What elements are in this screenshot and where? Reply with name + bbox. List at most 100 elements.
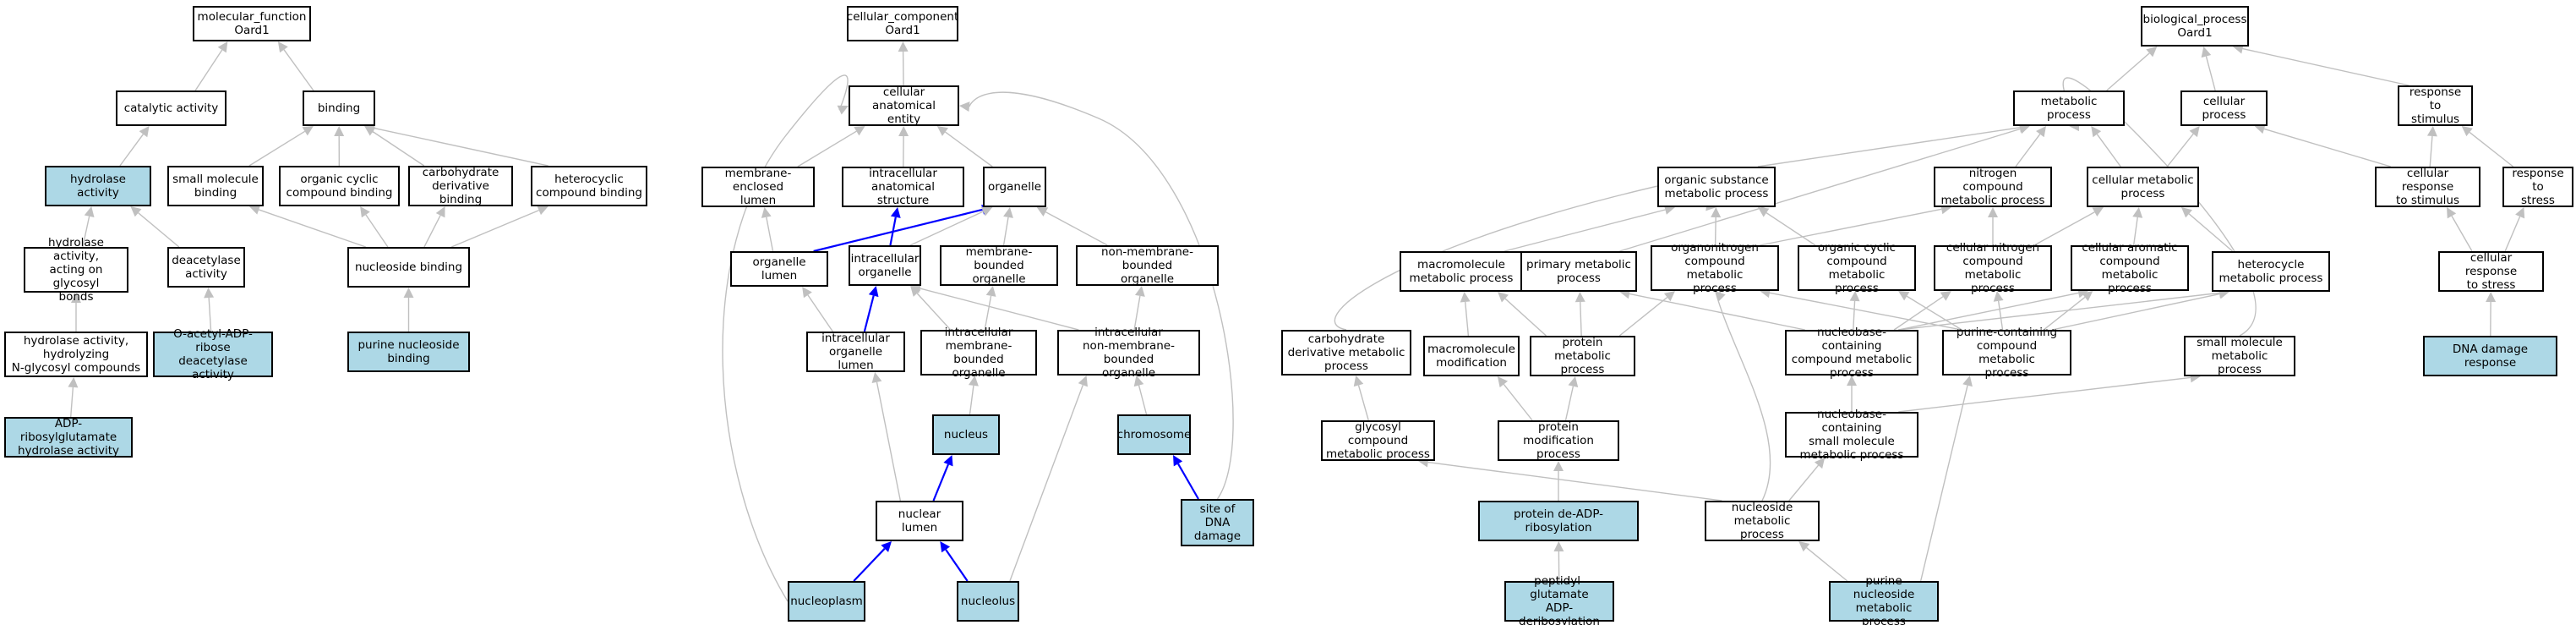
node-carb-deriv-binding[interactable]: carbohydrate derivative binding [408, 166, 513, 206]
node-purine-nucleoside-met[interactable]: purine nucleoside metabolic process [1829, 574, 1939, 625]
edge-cell_resp_stim-to-cellular_process [2263, 128, 2391, 167]
node-nuclear-lumen[interactable]: nuclear lumen [876, 501, 963, 541]
node-cell-resp-stress[interactable]: cellular response to stress [2438, 251, 2544, 292]
edge-arrowhead [1173, 455, 1183, 467]
node-heterocyclic-binding[interactable]: heterocyclic compound binding [531, 166, 647, 206]
edge-primary_met-to-metabolic [1619, 128, 2021, 252]
edge-nuclear_lumen-to-nucleus [932, 463, 949, 502]
node-protein-met[interactable]: protein metabolic process [1530, 336, 1635, 376]
edge-metabolic-to-bp_root [2106, 52, 2150, 91]
edge-arrowhead [943, 455, 953, 467]
node-org-cyc-binding[interactable]: organic cyclic compound binding [279, 166, 400, 206]
edge-arrowhead [1758, 207, 1770, 217]
edge-arrowhead [1553, 541, 1564, 552]
node-chromosome[interactable]: chromosome [1117, 414, 1191, 455]
edge-arrowhead [248, 205, 261, 215]
node-carb-deriv-met[interactable]: carbohydrate derivative metabolic proces… [1281, 330, 1411, 376]
edge-site_dna-to-chromosome [1177, 463, 1199, 500]
node-hydrolase-glycosyl[interactable]: hydrolase activity, acting on glycosyl b… [24, 236, 128, 304]
node-primary-met[interactable]: primary metabolic process [1520, 251, 1637, 292]
node-membrane-enclosed[interactable]: membrane-enclosed lumen [701, 167, 815, 207]
edge-protein_met-to-organonitrogen [1618, 296, 1668, 337]
node-catalytic[interactable]: catalytic activity [116, 90, 226, 126]
node-oacetyl[interactable]: O-acetyl-ADP-ribose deacetylase activity [153, 327, 273, 381]
node-hydrolase-nglycosyl[interactable]: hydrolase activity, hydrolyzing N-glycos… [4, 332, 148, 377]
node-resp-stress[interactable]: response to stress [2502, 167, 2573, 207]
edge-nucleobase_small-to-small_mol_met [1898, 376, 2191, 413]
node-cc-root[interactable]: cellular_component Oard1 [847, 6, 958, 41]
edge-arrowhead [1575, 292, 1585, 303]
node-cell-nitrogen[interactable]: cellular nitrogen compound metabolic pro… [1934, 241, 2052, 295]
edge-arrowhead [910, 283, 922, 293]
node-nucleobase-small[interactable]: nucleobase-containing small molecule met… [1785, 408, 1918, 462]
node-purine-nuc-binding[interactable]: purine nucleoside binding [347, 332, 470, 372]
node-intracellular-org[interactable]: intracellular organelle [849, 245, 921, 286]
edge-nuclear_lumen-to-intra_org_lumen [876, 381, 902, 502]
node-response-stim[interactable]: response to stimulus [2398, 85, 2473, 126]
edge-binding-to-mf_root [283, 49, 314, 91]
node-organonitrogen[interactable]: organonitrogen compound metabolic proces… [1651, 241, 1779, 295]
node-protein-deadp[interactable]: protein de-ADP-ribosylation [1478, 501, 1639, 541]
node-org-subst-met[interactable]: organic substance metabolic process [1657, 167, 1776, 207]
node-intra-non-mem[interactable]: intracellular non-membrane-bounded organ… [1057, 326, 1200, 380]
node-deacetylase[interactable]: deacetylase activity [167, 247, 245, 288]
edge-arrowhead [890, 207, 901, 218]
edge-arrowhead [1568, 376, 1579, 388]
node-intracellular-anat[interactable]: intracellular anatomical structure [842, 167, 964, 207]
edge-arrowhead [1940, 291, 1951, 301]
node-nucleolus[interactable]: nucleolus [957, 581, 1019, 622]
edge-small_mol_binding-to-binding [248, 130, 306, 167]
node-nitrogen-met[interactable]: nitrogen compound metabolic process [1934, 167, 2052, 207]
node-intra-org-lumen[interactable]: intracellular organelle lumen [806, 332, 905, 372]
node-cell-met[interactable]: cellular metabolic process [2087, 167, 2199, 207]
node-non-membrane-org[interactable]: non-membrane-bounded organelle [1076, 245, 1219, 286]
node-cell-anat[interactable]: cellular anatomical entity [849, 85, 959, 126]
node-org-cyclic-met[interactable]: organic cyclic compound metabolic proces… [1798, 241, 1916, 295]
node-heterocycle-met[interactable]: heterocycle metabolic process [2212, 251, 2330, 292]
node-organelle-lumen[interactable]: organelle lumen [730, 251, 828, 287]
node-cell-aromatic[interactable]: cellular aromatic compound metabolic pro… [2071, 241, 2189, 295]
edge-glycosyl_met-to-carb_deriv_met [1357, 385, 1369, 421]
edge-cell_met-to-cellular_process [2166, 133, 2194, 167]
node-intra-mem-bounded[interactable]: intracellular membrane-bounded organelle [920, 326, 1037, 380]
node-small-mol-met[interactable]: small molecule metabolic process [2184, 336, 2295, 376]
node-dna-damage-resp[interactable]: DNA damage response [2423, 336, 2557, 376]
node-small-mol-binding[interactable]: small molecule binding [167, 166, 264, 206]
node-glycosyl-met[interactable]: glycosyl compound metabolic process [1321, 420, 1435, 461]
node-hydrolase[interactable]: hydrolase activity [45, 166, 151, 206]
edge-macromol_met-to-org_subst_met [1504, 209, 1666, 252]
edge-cell_resp_stress-to-cell_resp_stim [2451, 216, 2473, 252]
node-adp-ribosylglutamate[interactable]: ADP-ribosylglutamate hydrolase activity [4, 417, 133, 458]
node-membrane-bounded-org[interactable]: membrane-bounded organelle [940, 245, 1058, 286]
edge-arrowhead [910, 286, 921, 297]
edge-arrowhead [84, 206, 95, 217]
node-metabolic[interactable]: metabolic process [2013, 90, 2125, 126]
node-nucleoplasm[interactable]: nucleoplasm [788, 581, 865, 622]
node-mf-root[interactable]: molecular_function Oard1 [193, 6, 311, 41]
node-nucleus[interactable]: nucleus [932, 414, 1000, 455]
edge-org_cyclic_met-to-org_subst_met [1766, 212, 1816, 246]
edge-adp_ribosylglutamate-to-hydrolase_nglycosyl [70, 387, 74, 418]
node-macromol-met[interactable]: macromolecule metabolic process [1400, 251, 1523, 292]
node-site-dna[interactable]: site of DNA damage [1181, 499, 1254, 546]
edge-cellular_process-to-bp_root [2205, 56, 2216, 91]
edge-site_dna-to-cell_anat [969, 91, 1234, 500]
edge-arrowhead [2018, 123, 2030, 134]
node-binding[interactable]: binding [303, 90, 375, 126]
node-cellular-process[interactable]: cellular process [2180, 90, 2268, 126]
node-organelle[interactable]: organelle [983, 167, 1046, 207]
node-nucleoside-met[interactable]: nucleoside metabolic process [1705, 501, 1820, 541]
node-peptidyl-glut[interactable]: peptidyl-glutamate ADP-deribosylation [1504, 574, 1614, 625]
node-bp-root[interactable]: biological_process Oard1 [2141, 6, 2249, 47]
node-macromol-mod[interactable]: macromolecule modification [1423, 336, 1520, 376]
edge-arrowhead [1988, 207, 1998, 217]
node-protein-mod[interactable]: protein modification process [1498, 420, 1619, 461]
node-cell-resp-stim[interactable]: cellular response to stimulus [2375, 167, 2480, 207]
edge-arrowhead [2082, 291, 2093, 302]
node-purine-cont[interactable]: purine-containing compound metabolic pro… [1942, 326, 2071, 380]
node-nucleobase-cont[interactable]: nucleobase-containing compound metabolic… [1785, 326, 1918, 380]
edge-arrowhead [360, 206, 370, 218]
edge-nucleoside_met-to-glycosyl_met [1427, 461, 1722, 502]
node-nucleoside-binding[interactable]: nucleoside binding [347, 247, 470, 288]
edge-protein_met-to-primary_met [1580, 301, 1582, 337]
